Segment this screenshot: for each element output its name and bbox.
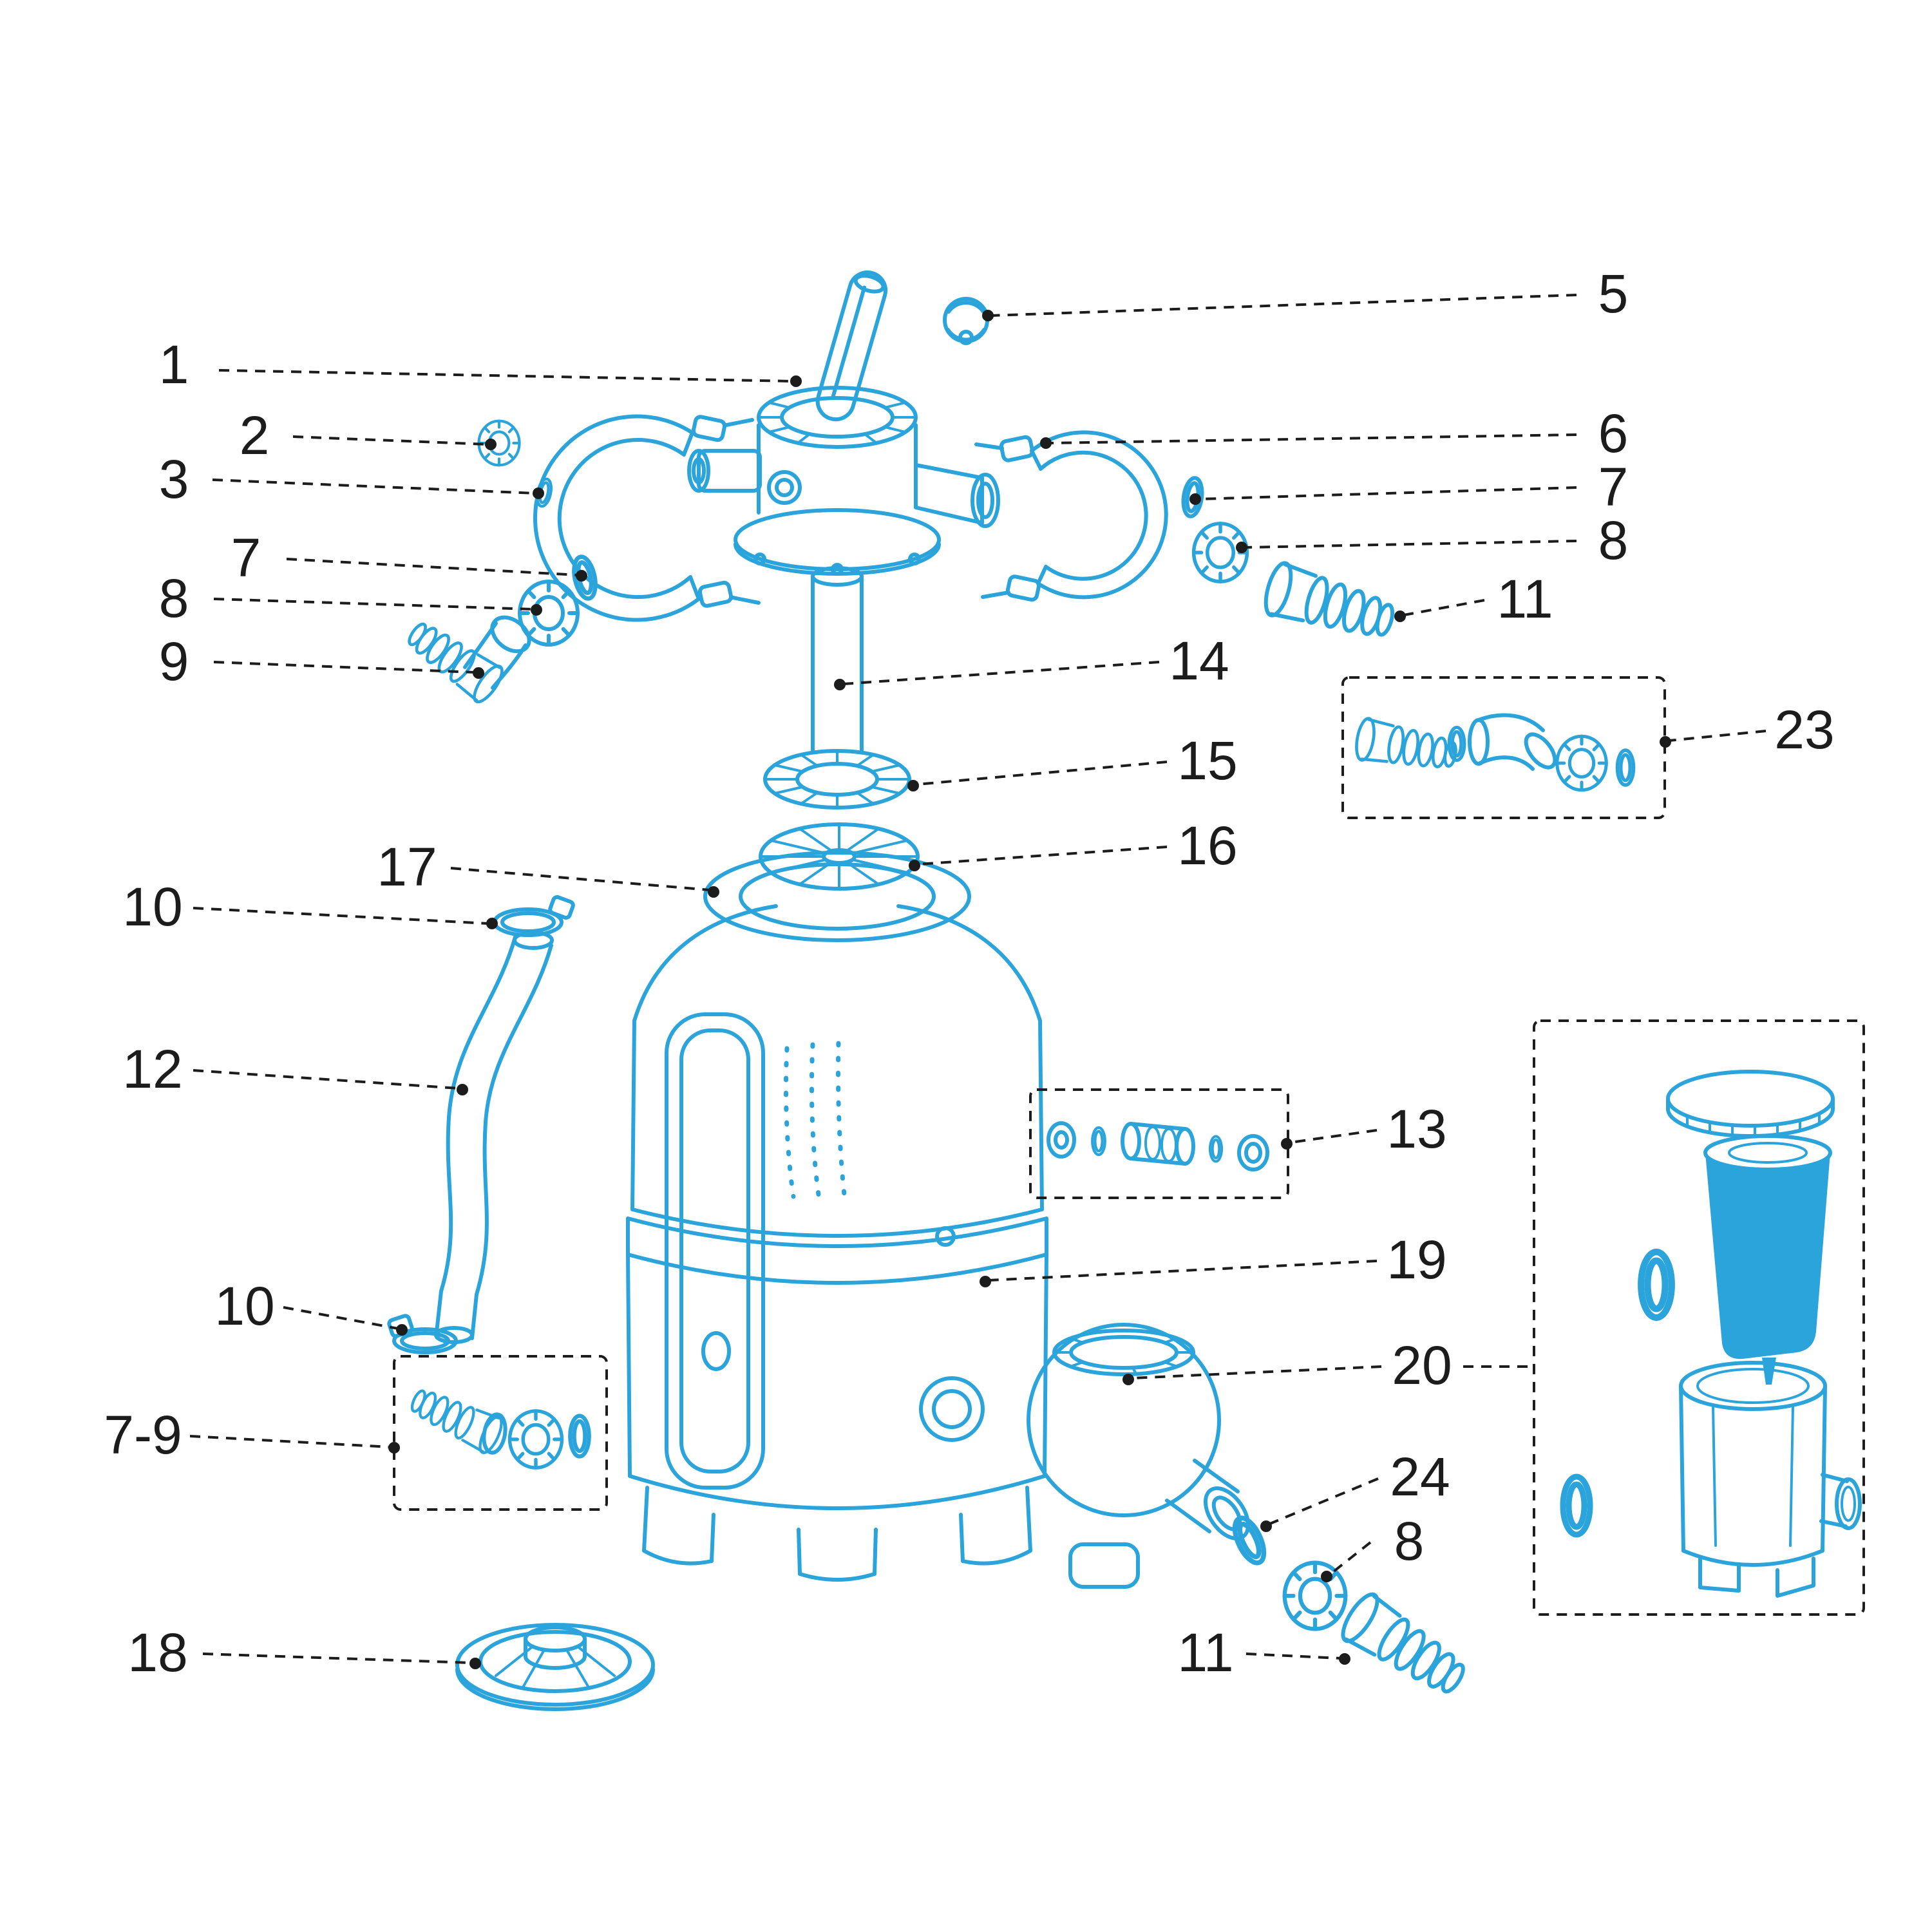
callout-2: 2: [239, 405, 270, 466]
callout-7-left: 7: [231, 527, 261, 588]
callout-19: 19: [1387, 1229, 1447, 1290]
callout-24: 24: [1390, 1446, 1450, 1507]
small-nut-drawing: [479, 421, 520, 466]
callout-13: 13: [1387, 1099, 1447, 1159]
callout-10-bottom: 10: [214, 1276, 275, 1336]
callout-18: 18: [128, 1622, 188, 1683]
callout-17: 17: [377, 837, 437, 897]
filter-tank-drawing: [626, 851, 1048, 1582]
callout-7-right: 7: [1598, 457, 1629, 517]
callout-12: 12: [122, 1039, 183, 1099]
hose-adapter-bottom-drawing: [1337, 1589, 1473, 1704]
callout-9: 9: [158, 631, 189, 692]
callout-8-bottom: 8: [1394, 1511, 1425, 1571]
elbow-fitting-kit-box: [1341, 676, 1666, 819]
fitting-kit-7-9-box: [393, 1355, 608, 1511]
callout-15: 15: [1177, 730, 1238, 791]
hose-drawing: [434, 931, 554, 1344]
callout-8-right: 8: [1598, 510, 1629, 571]
collar-ring-drawing: [763, 749, 911, 810]
callout-1: 1: [158, 334, 189, 395]
air-release-cap-drawing: [943, 297, 989, 345]
elbow-left-drawing: [401, 611, 531, 706]
base-plate-drawing: [455, 1623, 655, 1711]
callout-23: 23: [1774, 699, 1835, 760]
flange-clamp-left-drawing: [533, 414, 761, 622]
flange-clamp-right-drawing: [974, 430, 1168, 602]
nut-bottom-drawing: [1285, 1563, 1346, 1629]
hose-adapter-right-drawing: [1261, 560, 1398, 647]
standpipe-drawing: [811, 566, 864, 754]
hose-clamp-top-drawing: [493, 895, 575, 937]
multiport-valve-drawing: [687, 270, 1000, 576]
callout-16: 16: [1177, 815, 1238, 876]
leader-lines: [189, 294, 1766, 1669]
callout-10-top: 10: [122, 876, 183, 937]
callout-8-left: 8: [158, 568, 189, 629]
callout-7-9: 7-9: [104, 1405, 182, 1465]
callout-14: 14: [1169, 630, 1229, 691]
callout-11-right: 11: [1497, 569, 1553, 629]
callout-20: 20: [1392, 1335, 1452, 1396]
callout-5: 5: [1598, 263, 1629, 324]
callout-3: 3: [158, 449, 189, 509]
callout-11-bottom: 11: [1177, 1622, 1234, 1683]
pump-housing-drawing: [1027, 1323, 1251, 1589]
callout-6: 6: [1598, 403, 1629, 464]
drain-valve-kit-box: [1029, 1088, 1289, 1199]
prefilter-assembly-box: [1533, 1019, 1865, 1616]
